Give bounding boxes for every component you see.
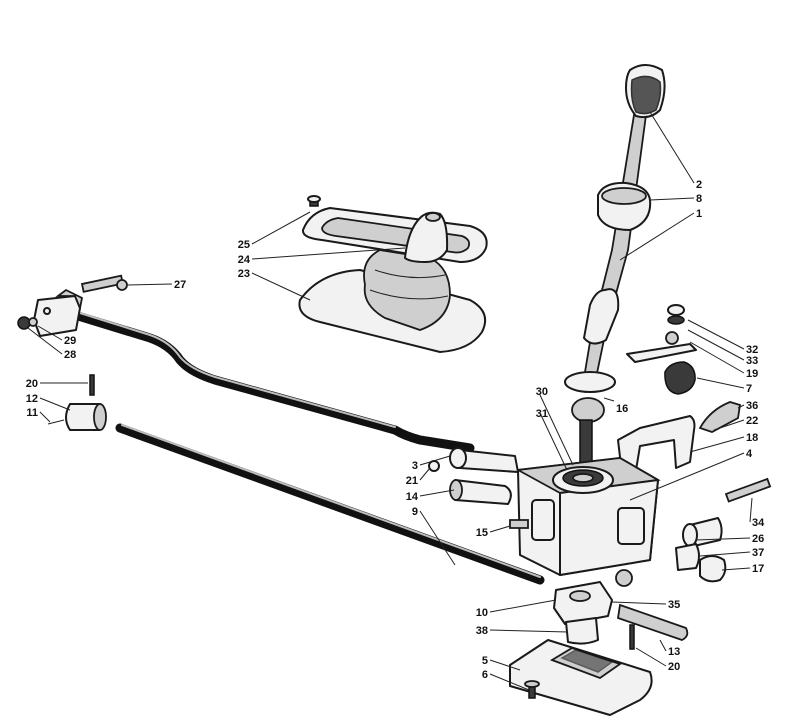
label-36: 36: [746, 400, 758, 412]
label-38: 38: [476, 625, 488, 637]
gearbox-housing: [515, 457, 661, 587]
bottom-cover-plate: [509, 639, 653, 716]
label-35: 35: [668, 599, 680, 611]
label-30: 30: [536, 386, 548, 398]
leader-lines: [27, 111, 753, 691]
lower-selector-block: [553, 581, 689, 650]
label-29: 29: [64, 335, 76, 347]
label-32: 32: [746, 344, 758, 356]
part-labels: 1 2 3 4 5 6 7 8 9 10 11 12 13 14 15 16 1…: [26, 179, 765, 681]
label-34: 34: [752, 517, 765, 529]
label-33: 33: [746, 355, 758, 367]
label-24: 24: [238, 254, 251, 266]
label-31: 31: [536, 408, 548, 420]
label-11: 11: [26, 407, 38, 419]
label-27: 27: [174, 279, 186, 291]
label-21: 21: [406, 475, 418, 487]
label-17: 17: [752, 563, 764, 575]
label-1: 1: [696, 208, 702, 220]
gear-lever: [564, 64, 666, 469]
label-16: 16: [616, 403, 628, 415]
rubber-boot-assembly: [298, 195, 488, 353]
label-4: 4: [746, 448, 753, 460]
label-5: 5: [482, 655, 488, 667]
upper-selector-rod: [73, 311, 475, 453]
rear-bracket: [17, 274, 128, 337]
bush-12: [47, 374, 107, 431]
label-26: 26: [752, 533, 764, 545]
label-7: 7: [746, 383, 752, 395]
label-19: 19: [746, 368, 758, 380]
label-25: 25: [238, 239, 250, 251]
label-10: 10: [476, 607, 488, 619]
label-20-left: 20: [26, 378, 38, 390]
label-8: 8: [696, 193, 702, 205]
label-2: 2: [696, 179, 702, 191]
label-22: 22: [746, 415, 758, 427]
label-28: 28: [64, 349, 76, 361]
label-12: 12: [26, 393, 38, 405]
label-14: 14: [406, 491, 419, 503]
label-23: 23: [238, 268, 250, 280]
label-37: 37: [752, 547, 764, 559]
label-6: 6: [482, 669, 488, 681]
label-18: 18: [746, 432, 758, 444]
label-9: 9: [412, 506, 418, 518]
label-13: 13: [668, 646, 680, 658]
mounting-bracket: [617, 304, 742, 475]
label-3: 3: [412, 460, 418, 472]
lower-selector-rod: [115, 423, 545, 585]
selector-shaft-parts: [428, 447, 529, 529]
label-20-right: 20: [668, 661, 680, 673]
label-15: 15: [476, 527, 488, 539]
